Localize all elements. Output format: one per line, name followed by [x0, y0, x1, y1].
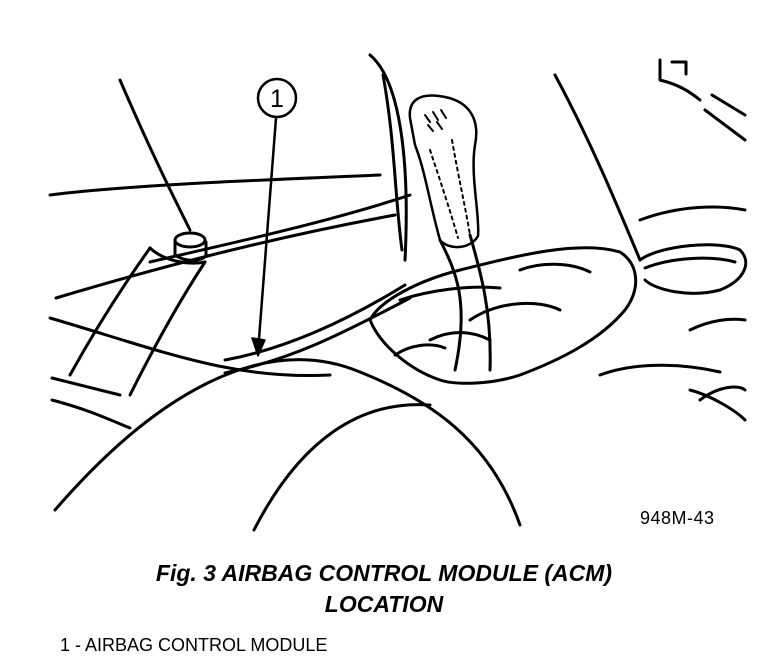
dash-trim — [553, 58, 747, 422]
console-lid — [53, 358, 522, 532]
caption-line-2: LOCATION — [324, 591, 444, 617]
callout-circle — [256, 77, 298, 119]
callout-number: 1 — [270, 85, 284, 113]
cupholder — [638, 205, 748, 295]
leader-line — [256, 116, 278, 354]
shift-pattern-marks — [424, 109, 447, 132]
seat-outline — [48, 78, 412, 300]
figure-code: 948M-43 — [640, 508, 715, 528]
parking-brake-lever — [68, 231, 208, 397]
legend-item: 1 - AIRBAG CONTROL MODULE — [60, 635, 328, 655]
gear-shifter — [408, 94, 492, 372]
shift-boot — [368, 246, 638, 385]
leader-arrowhead — [251, 337, 266, 357]
figure-caption: Fig. 3 AIRBAG CONTROL MODULE (ACM) LOCAT… — [0, 558, 768, 620]
caption-line-1: Fig. 3 AIRBAG CONTROL MODULE (ACM) — [155, 560, 613, 586]
console-illustration: 1 — [48, 53, 748, 532]
